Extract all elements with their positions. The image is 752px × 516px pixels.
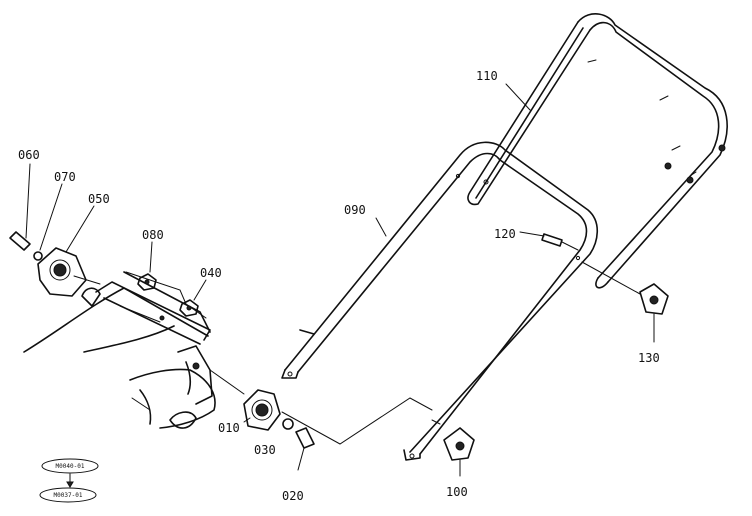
ref-code-bottom: M0037-01	[54, 492, 83, 499]
mower-bracket-assembly	[23, 271, 245, 429]
label-030: 030	[254, 443, 276, 457]
reference-codes: M0040-01 M0037-01	[39, 458, 99, 503]
hinge-bracket-010	[243, 389, 433, 445]
label-010: 010	[218, 421, 240, 435]
label-040: 040	[200, 266, 222, 280]
label-130: 130	[638, 351, 660, 365]
hinge-bracket-050	[37, 247, 101, 297]
lower-handle-090	[281, 141, 599, 461]
label-050: 050	[88, 192, 110, 206]
label-100: 100	[446, 485, 468, 499]
label-090: 090	[344, 203, 366, 217]
label-120: 120	[494, 227, 516, 241]
clamp-knob-130	[581, 261, 669, 343]
label-080: 080	[142, 228, 164, 242]
label-070: 070	[54, 170, 76, 184]
label-110: 110	[476, 69, 498, 83]
upper-handle-110	[467, 13, 728, 289]
nut-040	[179, 299, 199, 317]
ref-code-top: M0040-01	[56, 463, 85, 470]
bolt-120	[519, 231, 579, 251]
label-020: 020	[282, 489, 304, 503]
clamp-knob-100	[443, 427, 475, 477]
bolt-060	[9, 231, 31, 251]
washer-070	[33, 251, 43, 261]
leader-lines	[25, 83, 531, 423]
bolt-020	[295, 427, 315, 471]
washer-030	[282, 418, 294, 430]
label-060: 060	[18, 148, 40, 162]
